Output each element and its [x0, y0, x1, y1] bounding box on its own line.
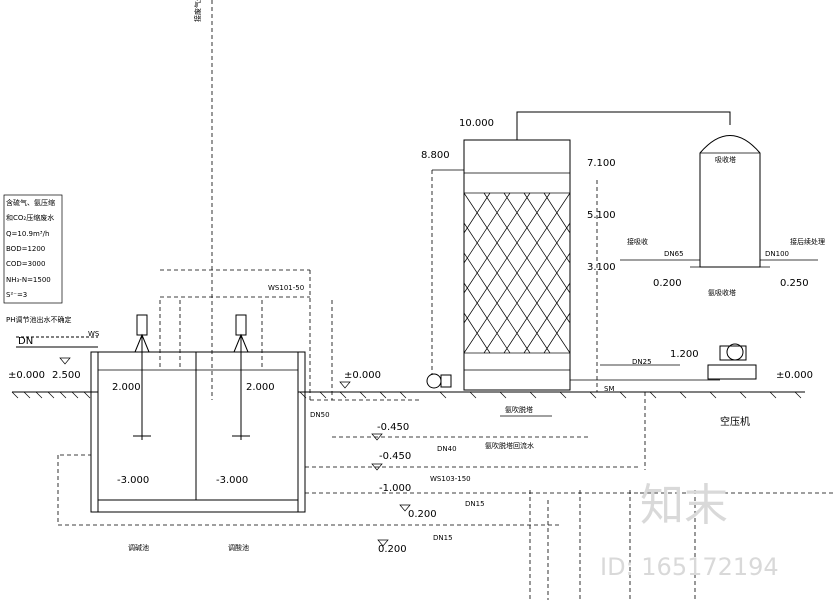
- elevation-label: 0.200: [653, 278, 682, 289]
- inlet-note-line: 和CO₂压缩废水: [6, 213, 54, 222]
- watermark-brand: 知末: [640, 480, 728, 531]
- dn-label: DN: [18, 336, 33, 347]
- inlet-note-line: COD=3000: [6, 260, 45, 268]
- absorber-tower: [690, 135, 770, 268]
- dn50-label: DN50: [310, 411, 330, 419]
- feed-pump: [426, 373, 452, 389]
- compressor-label: 空压机: [720, 415, 750, 428]
- inlet-note-line: 含硫气、氨压缩: [6, 198, 55, 207]
- elevation-label: 0.250: [780, 278, 809, 289]
- stripper-return-label: 氨吹脱塔回流水: [485, 441, 534, 450]
- inlet-note-box: [3, 194, 63, 304]
- ws101-label: WS101-50: [268, 284, 304, 292]
- elevation-label: 2.000: [246, 382, 275, 393]
- inlet-note-line: NH₃-N=1500: [6, 276, 51, 284]
- elevation-label: 0.200: [378, 544, 407, 555]
- tank1-label: 调碱池: [128, 543, 149, 552]
- elevation-label: 5.100: [587, 210, 616, 221]
- tank-pipes: [57, 269, 640, 526]
- dn40-label: DN40: [437, 445, 457, 453]
- tank-basin: [90, 351, 306, 513]
- sm-label: SM: [604, 385, 614, 393]
- stripper-tower: [463, 139, 571, 391]
- to-treat-label: 接后续处理: [790, 237, 825, 246]
- elevation-label: ±0.000: [776, 370, 813, 381]
- elevation-label: ±0.000: [8, 370, 45, 381]
- jy-pipes: [529, 490, 836, 600]
- elevation-markers: [59, 357, 411, 547]
- elevation-label: 8.800: [421, 150, 450, 161]
- ph-note: PH调节池出水不确定: [6, 315, 72, 324]
- dn15-label: DN15: [433, 534, 453, 542]
- elevation-label: 2.000: [112, 382, 141, 393]
- ground-line: [11, 391, 805, 399]
- elevation-label: -3.000: [216, 475, 248, 486]
- inlet-note-line: S²⁻=3: [6, 291, 27, 299]
- ws103-label: WS103-150: [430, 475, 471, 483]
- tower-connections: [431, 111, 731, 470]
- elevation-label: -0.450: [377, 422, 409, 433]
- inlet-note-line: Q=10.9m³/h: [6, 230, 49, 238]
- elevation-label: 0.200: [408, 509, 437, 520]
- elevation-label: -1.000: [379, 483, 411, 494]
- elevation-label: 1.200: [670, 349, 699, 360]
- ws-code: WS: [88, 330, 100, 338]
- air-compressor: [707, 343, 757, 380]
- watermark-id: ID: 165172194: [600, 553, 779, 581]
- dn100-label: DN100: [765, 250, 789, 258]
- vent-label: 接废气处理: [193, 0, 202, 22]
- dn25-label: DN25: [632, 358, 652, 366]
- mixer-left: [133, 314, 151, 440]
- elevation-label: 7.100: [587, 158, 616, 169]
- absorber-bottom-label: 氨吸收塔: [708, 288, 736, 297]
- elevation-label: 10.000: [459, 118, 494, 129]
- tank2-label: 调酸池: [228, 543, 249, 552]
- elevation-label: -0.450: [379, 451, 411, 462]
- elevation-label: ±0.000: [344, 370, 381, 381]
- elevation-label: -3.000: [117, 475, 149, 486]
- inlet-note-line: BOD=1200: [6, 245, 45, 253]
- mixer-right: [232, 314, 250, 440]
- absorbent-label: 接吸收: [627, 237, 648, 246]
- dn65-label: DN65: [664, 250, 684, 258]
- elevation-label: 2.500: [52, 370, 81, 381]
- elevation-label: 3.100: [587, 262, 616, 273]
- stripper-name: 氨吹脱塔: [505, 405, 533, 414]
- absorber-top-label: 吸收塔: [715, 155, 736, 164]
- dn15-label: DN15: [465, 500, 485, 508]
